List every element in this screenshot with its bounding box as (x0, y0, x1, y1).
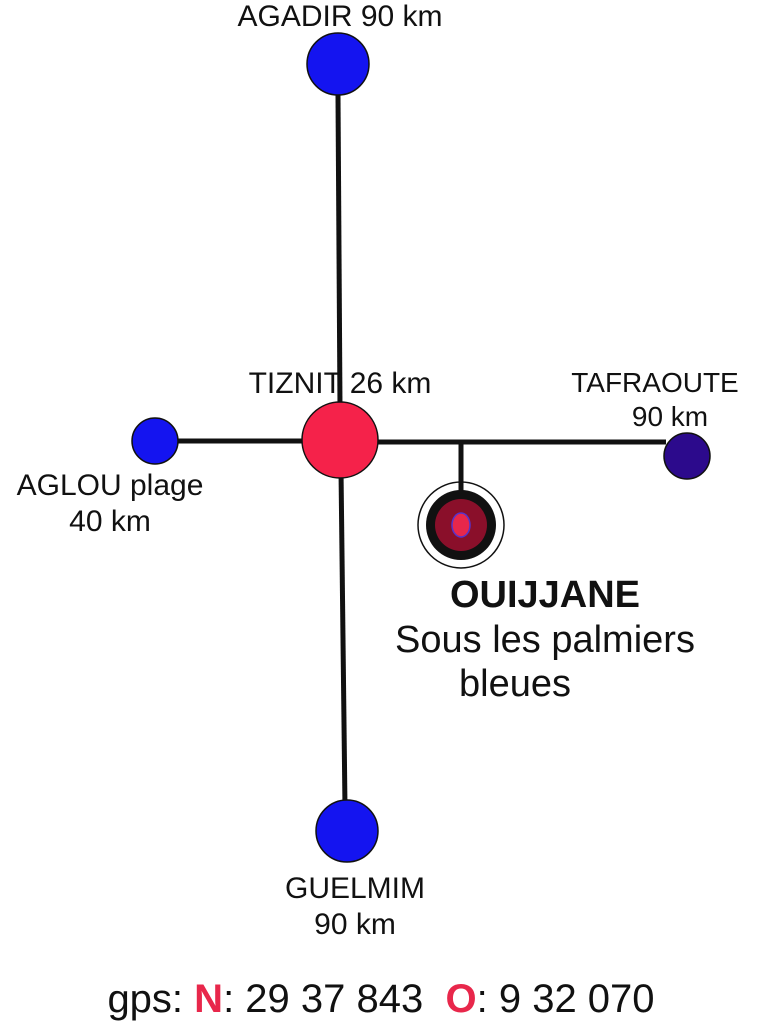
road-tiznit-guelmim (338, 469, 348, 809)
gps-prefix: gps: (107, 977, 184, 1021)
aglou-marker (131, 417, 179, 465)
tafraoute-label-name: TAFRAOUTE (571, 367, 739, 398)
gps-north-label: N (194, 977, 224, 1021)
tafraoute-marker (663, 432, 711, 480)
aglou-label-distance: 40 km (69, 505, 151, 538)
tiznit-label-line: TIZNIT 26 km (248, 367, 432, 400)
aglou-label-name: AGLOU plage (16, 469, 204, 502)
gps-north-value: : 29 37 843 (223, 977, 424, 1021)
ouijjane-title: OUIJJANE (449, 574, 641, 616)
tafraoute-label: TAFRAOUTE 90 km (530, 366, 762, 434)
gps-west-value: : 9 32 070 (476, 977, 655, 1021)
guelmim-label-distance: 90 km (314, 908, 396, 941)
guelmim-label: GUELMIM 90 km (200, 871, 510, 943)
guelmim-label-name: GUELMIM (284, 872, 425, 905)
ouijjane-outer-ring (417, 481, 505, 569)
guelmim-marker (315, 799, 379, 863)
gps-coordinates: gps: N: 29 37 843 O: 9 32 070 (0, 976, 762, 1022)
ouijjane-label: OUIJJANE Sous les palmiers bleues (330, 572, 760, 706)
aglou-label: AGLOU plage 40 km (0, 468, 230, 540)
road-tiznit-agadir (335, 94, 343, 409)
agadir-marker (306, 32, 370, 96)
agadir-label: AGADIR 90 km (150, 0, 530, 35)
tiznit-marker (301, 401, 379, 479)
agadir-label-line: AGADIR 90 km (237, 0, 443, 33)
ouijjane-subtitle-line-2: bleues (459, 663, 571, 705)
tafraoute-label-distance: 90 km (631, 401, 709, 432)
ouijjane-subtitle-line-1: Sous les palmiers (395, 619, 695, 661)
ouijjane-core (451, 512, 471, 538)
tiznit-label: TIZNIT 26 km (170, 366, 510, 402)
gps-west-label: O (445, 977, 477, 1021)
